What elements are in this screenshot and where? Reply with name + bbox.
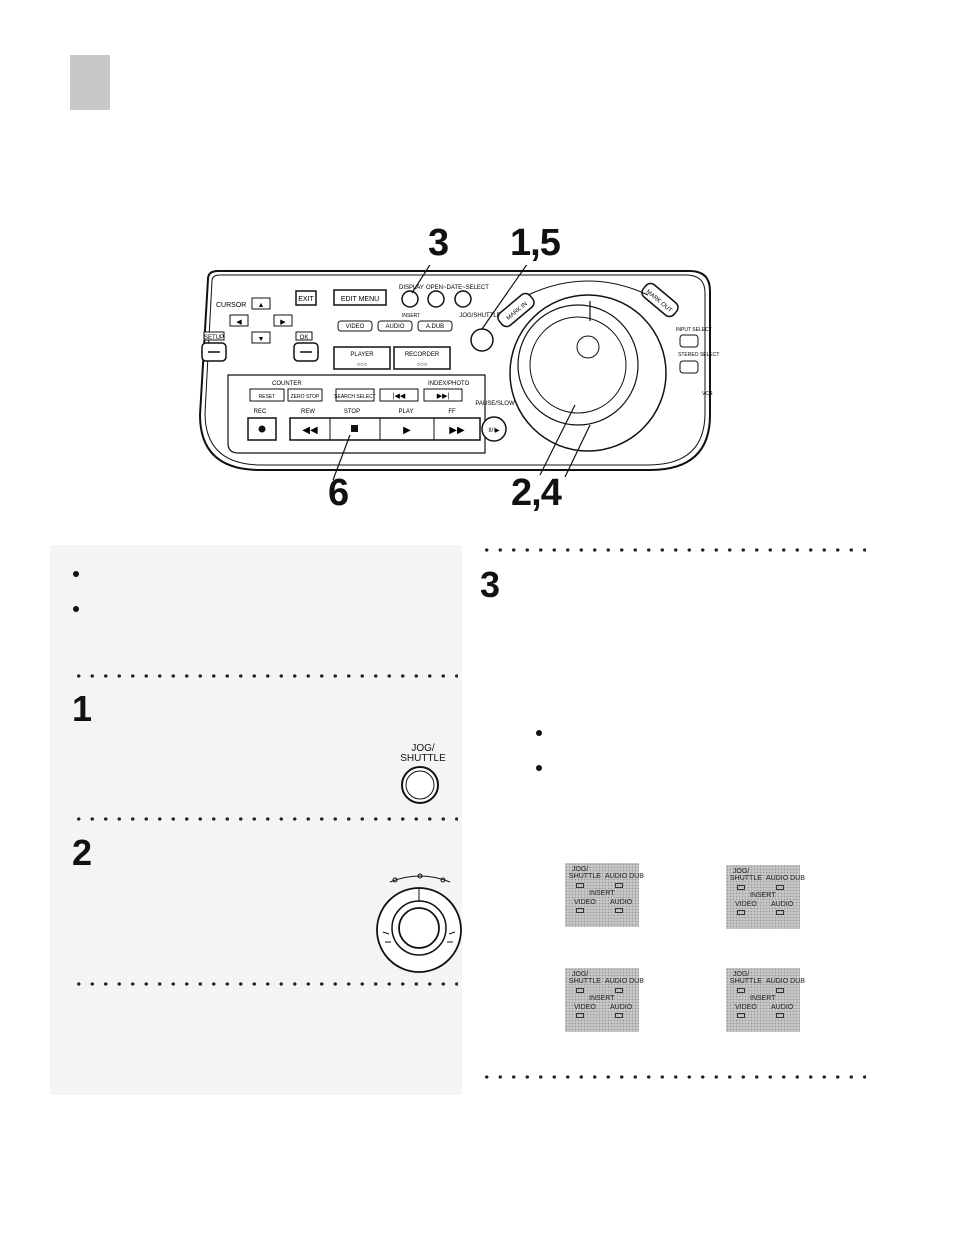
- dotted-divider: [480, 1075, 866, 1079]
- exit-label: EXIT: [298, 296, 314, 303]
- svg-text:OPEN~DATE~SELECT: OPEN~DATE~SELECT: [426, 285, 489, 291]
- dotted-divider: [72, 674, 458, 678]
- svg-text:JOG/SHUTTLE: JOG/SHUTTLE: [459, 313, 500, 319]
- cursor-label: CURSOR: [216, 302, 246, 309]
- svg-text:COUNTER: COUNTER: [272, 381, 302, 387]
- bullet: [73, 571, 79, 577]
- dotted-divider: [72, 817, 458, 821]
- svg-text:▼: ▼: [258, 336, 265, 343]
- svg-text:INDEX/PHOTO: INDEX/PHOTO: [428, 381, 470, 387]
- svg-text:A.DUB: A.DUB: [426, 324, 444, 330]
- svg-text:◀: ◀: [236, 319, 242, 326]
- callout-3: 3: [428, 222, 449, 264]
- svg-text:ZERO STOP: ZERO STOP: [291, 394, 320, 400]
- svg-text:STEREO SELECT: STEREO SELECT: [678, 352, 719, 358]
- svg-text:REC: REC: [254, 409, 267, 415]
- svg-text:II/I▶: II/I▶: [488, 428, 500, 434]
- svg-text:▶: ▶: [280, 319, 286, 326]
- svg-text:OK: OK: [300, 335, 309, 341]
- svg-text:REW: REW: [301, 409, 315, 415]
- svg-text:VCR: VCR: [702, 391, 713, 397]
- svg-text:▶▶: ▶▶: [449, 425, 465, 436]
- svg-text:STOP: STOP: [344, 409, 360, 415]
- svg-text:◀◀: ◀◀: [302, 425, 318, 436]
- jog-dial-icon: [375, 872, 465, 977]
- bullet: [73, 606, 79, 612]
- svg-text:AUDIO: AUDIO: [385, 324, 404, 330]
- svg-text:▶▶|: ▶▶|: [437, 393, 450, 400]
- svg-text:○○○: ○○○: [417, 362, 428, 368]
- dotted-divider: [72, 982, 458, 986]
- svg-text:|◀◀: |◀◀: [393, 393, 406, 400]
- svg-text:EDIT MENU: EDIT MENU: [341, 296, 379, 303]
- svg-text:INSERT: INSERT: [402, 313, 420, 319]
- svg-text:▲: ▲: [258, 302, 265, 309]
- svg-text:FF: FF: [448, 409, 456, 415]
- svg-text:VIDEO: VIDEO: [346, 324, 365, 330]
- svg-text:SETUP: SETUP: [204, 335, 224, 341]
- svg-text:PLAY: PLAY: [399, 409, 414, 415]
- step-2-number: 2: [72, 832, 93, 873]
- dotted-divider: [480, 548, 866, 552]
- jog-shuttle-label: JOG/SHUTTLE: [400, 743, 446, 764]
- svg-text:RECORDER: RECORDER: [405, 352, 440, 358]
- section-tab: [70, 55, 110, 110]
- svg-text:INPUT SELECT: INPUT SELECT: [676, 327, 712, 333]
- remote-illustration: CURSOR ▲ ◀ ▶ ▼ EXIT SETUP OK EDIT MENU D…: [190, 259, 720, 481]
- callout-2-4: 2,4: [511, 472, 562, 514]
- callout-1-5: 1,5: [510, 222, 561, 264]
- bullet: [536, 730, 542, 736]
- svg-text:PLAYER: PLAYER: [350, 352, 374, 358]
- step-3-number: 3: [480, 564, 501, 605]
- callout-6: 6: [328, 472, 349, 514]
- bullet: [536, 765, 542, 771]
- svg-text:▶: ▶: [403, 425, 411, 436]
- svg-text:DISPLAY: DISPLAY: [399, 285, 424, 291]
- step-1-number: 1: [72, 688, 93, 729]
- svg-text:SEARCH SELECT: SEARCH SELECT: [334, 394, 376, 400]
- svg-text:○○○: ○○○: [357, 362, 368, 368]
- svg-text:RESET: RESET: [259, 394, 276, 400]
- svg-text:PAUSE/SLOW: PAUSE/SLOW: [475, 401, 515, 407]
- jog-shuttle-button-icon: [400, 765, 440, 805]
